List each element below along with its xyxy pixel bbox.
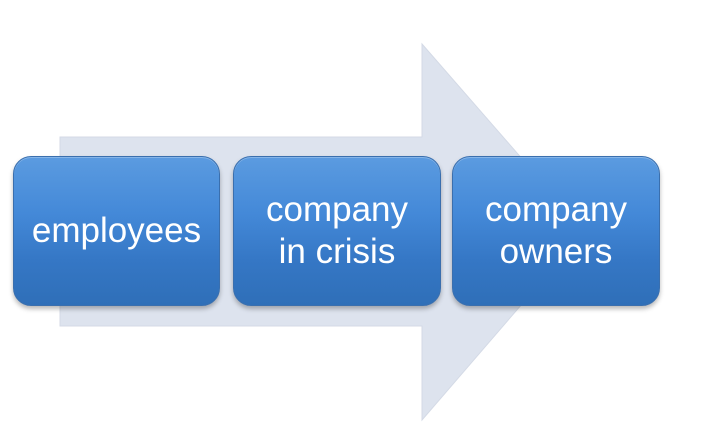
step-box-company-owners: company owners — [452, 156, 660, 306]
step-box-employees: employees — [13, 156, 220, 306]
step-label-company-owners: company owners — [484, 190, 628, 271]
step-label-employees: employees — [31, 211, 202, 250]
step-box-company-in-crisis: company in crisis — [233, 156, 441, 306]
step-label-company-in-crisis: company in crisis — [265, 190, 409, 271]
